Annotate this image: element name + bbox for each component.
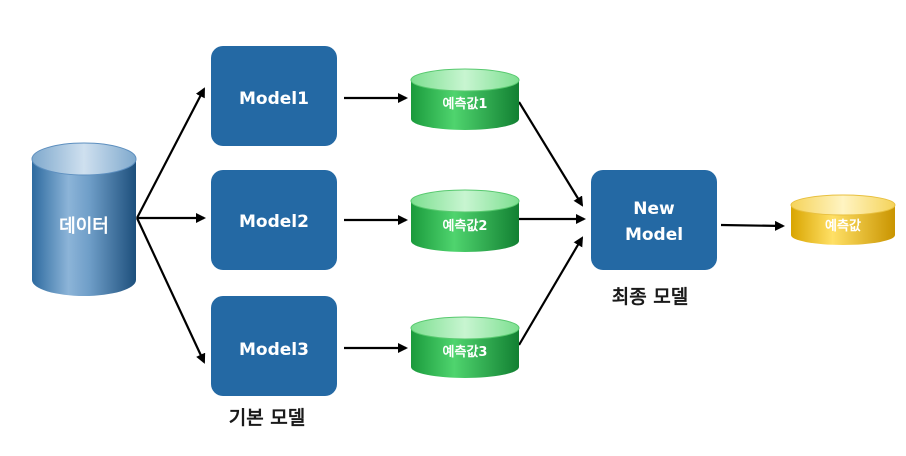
pred3-label: 예측값3 bbox=[443, 344, 488, 360]
model1-label: Model1 bbox=[239, 89, 309, 109]
final-pred-label: 예측값 bbox=[825, 218, 861, 234]
model2-box: Model2 bbox=[211, 170, 337, 270]
new-model-box: New Model bbox=[591, 170, 717, 270]
arrow-data-to-model3 bbox=[136, 217, 206, 364]
connector-arrows bbox=[136, 87, 785, 364]
final-pred-cylinder: 예측값 bbox=[790, 194, 896, 245]
pred3-cylinder: 예측값3 bbox=[410, 316, 520, 378]
pred2-cylinder: 예측값2 bbox=[410, 189, 520, 252]
pred1-cylinder: 예측값1 bbox=[410, 68, 520, 130]
model2-label: Model2 bbox=[239, 212, 309, 232]
new-model-label-line2: Model bbox=[625, 225, 683, 245]
arrow-pred1-to-newmodel bbox=[518, 101, 584, 207]
arrow-newmodel-to-final bbox=[720, 220, 785, 231]
pred1-label: 예측값1 bbox=[443, 96, 488, 112]
data-source-cylinder: 데이터 bbox=[31, 142, 137, 296]
arrow-pred3-to-newmodel bbox=[518, 236, 584, 346]
data-source-label: 데이터 bbox=[59, 216, 109, 237]
model1-box: Model1 bbox=[211, 46, 337, 146]
final-model-caption: 최종 모델 bbox=[612, 286, 689, 308]
new-model-label-line1: New bbox=[633, 199, 675, 219]
model3-box: Model3 bbox=[211, 296, 337, 396]
pred2-label: 예측값2 bbox=[443, 218, 488, 234]
model3-label: Model3 bbox=[239, 340, 309, 360]
base-models-caption: 기본 모델 bbox=[229, 407, 306, 429]
arrow-data-to-model1 bbox=[136, 87, 205, 219]
